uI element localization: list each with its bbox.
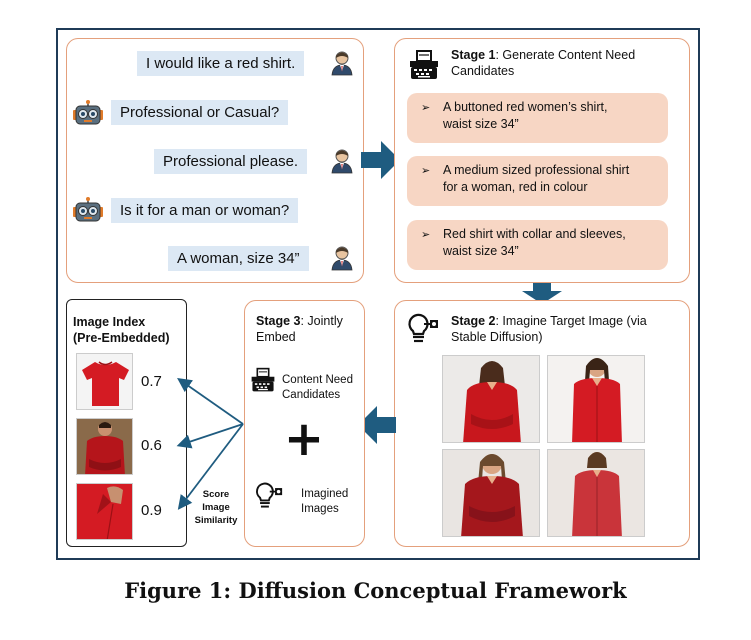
stage1-desc-line2: Candidates	[451, 64, 515, 78]
indexed-shirt-image	[76, 483, 133, 540]
stage3-title: Stage 3: Jointly Embed	[256, 313, 362, 345]
stage2-label: Stage 2	[451, 314, 496, 328]
message-text: A woman, size 34”	[177, 250, 300, 267]
imagined-line1: Imagined	[301, 488, 349, 500]
similarity-score: 0.7	[141, 373, 162, 390]
chat-message-user-1: I would like a red shirt.	[137, 51, 305, 76]
user-avatar-icon	[331, 50, 353, 76]
candidate-line2: waist size 34”	[443, 117, 519, 131]
stage3-panel: Stage 3: Jointly Embed Content Need Cand…	[244, 300, 365, 547]
diagram-frame	[56, 28, 700, 560]
bullet-arrow-icon: ➢	[421, 165, 431, 177]
arrow-left-icon	[357, 404, 397, 446]
bullet-arrow-icon: ➢	[421, 102, 431, 114]
content-need-label: Content Need Candidates	[282, 373, 364, 403]
message-text: Is it for a man or woman?	[120, 202, 290, 219]
arrow-right-icon	[361, 139, 401, 181]
stage1-panel: Stage 1: Generate Content Need Candidate…	[394, 38, 690, 283]
generated-shirt-image	[547, 355, 645, 443]
stage1-title: Stage 1: Generate Content Need Candidate…	[451, 47, 681, 79]
indexed-shirt-image	[76, 418, 133, 475]
candidate-item: ➢ A medium sized professional shirt for a…	[407, 156, 668, 206]
chat-message-bot-2: Is it for a man or woman?	[111, 198, 299, 223]
chat-message-user-3: A woman, size 34”	[168, 246, 309, 271]
bot-avatar-icon	[71, 100, 105, 126]
similarity-score: 0.9	[141, 502, 162, 519]
typewriter-icon	[250, 367, 276, 393]
score-similarity-label: Score Image Similarity	[187, 488, 245, 527]
stage2-title: Stage 2: Imagine Target Image (via Stabl…	[451, 313, 683, 345]
figure-caption: Figure 1: Diffusion Conceptual Framework	[124, 578, 627, 603]
stage1-label: Stage 1	[451, 48, 496, 62]
candidate-line2: waist size 34”	[443, 244, 519, 258]
chat-message-user-2: Professional please.	[154, 149, 308, 174]
stage3-desc-line2: Embed	[256, 330, 296, 344]
content-need-line1: Content Need	[282, 374, 353, 386]
lightbulb-icon	[253, 481, 283, 511]
stage2-panel: Stage 2: Imagine Target Image (via Stabl…	[394, 300, 690, 547]
similarity-score: 0.6	[141, 437, 162, 454]
candidate-line1: A buttoned red women’s shirt,	[443, 100, 608, 114]
chat-panel	[66, 38, 364, 283]
stage2-desc-line2: Stable Diffusion)	[451, 330, 543, 344]
message-text: Professional please.	[163, 153, 299, 170]
user-avatar-icon	[331, 245, 353, 271]
candidate-line1: A medium sized professional shirt	[443, 163, 630, 177]
candidate-line1: Red shirt with collar and sleeves,	[443, 227, 626, 241]
stage1-desc: : Generate Content Need	[495, 48, 636, 62]
lightbulb-icon	[405, 312, 439, 346]
plus-sign: +	[283, 411, 325, 467]
score-label-line2: Image	[202, 502, 230, 513]
message-text: I would like a red shirt.	[146, 55, 296, 72]
bot-avatar-icon	[71, 197, 105, 223]
bullet-arrow-icon: ➢	[421, 229, 431, 241]
content-need-line2: Candidates	[282, 389, 341, 401]
stage2-desc: : Imagine Target Image (via	[495, 314, 647, 328]
generated-shirt-image	[442, 449, 540, 537]
candidate-item: ➢ A buttoned red women’s shirt, waist siz…	[407, 93, 668, 143]
imagined-images-label: Imagined Images	[301, 487, 363, 517]
score-label-line1: Score	[202, 489, 230, 500]
arrow-down-icon	[521, 283, 563, 305]
chat-message-bot-1: Professional or Casual?	[111, 100, 289, 125]
generated-shirt-image	[547, 449, 645, 537]
user-avatar-icon	[331, 148, 353, 174]
typewriter-icon	[408, 49, 440, 81]
stage3-label: Stage 3	[256, 314, 301, 328]
image-index-title: Image Index (Pre-Embedded)	[73, 314, 170, 346]
index-title-line1: Image Index	[73, 315, 146, 329]
candidate-item: ➢ Red shirt with collar and sleeves, wais…	[407, 220, 668, 270]
stage3-desc: : Jointly	[300, 314, 343, 328]
imagined-line2: Images	[301, 503, 339, 515]
indexed-shirt-image	[76, 353, 133, 410]
index-title-line2: (Pre-Embedded)	[73, 331, 170, 345]
score-label-line3: Similarity	[194, 515, 238, 526]
message-text: Professional or Casual?	[120, 104, 280, 121]
candidate-line2: for a woman, red in colour	[443, 180, 588, 194]
generated-shirt-image	[442, 355, 540, 443]
